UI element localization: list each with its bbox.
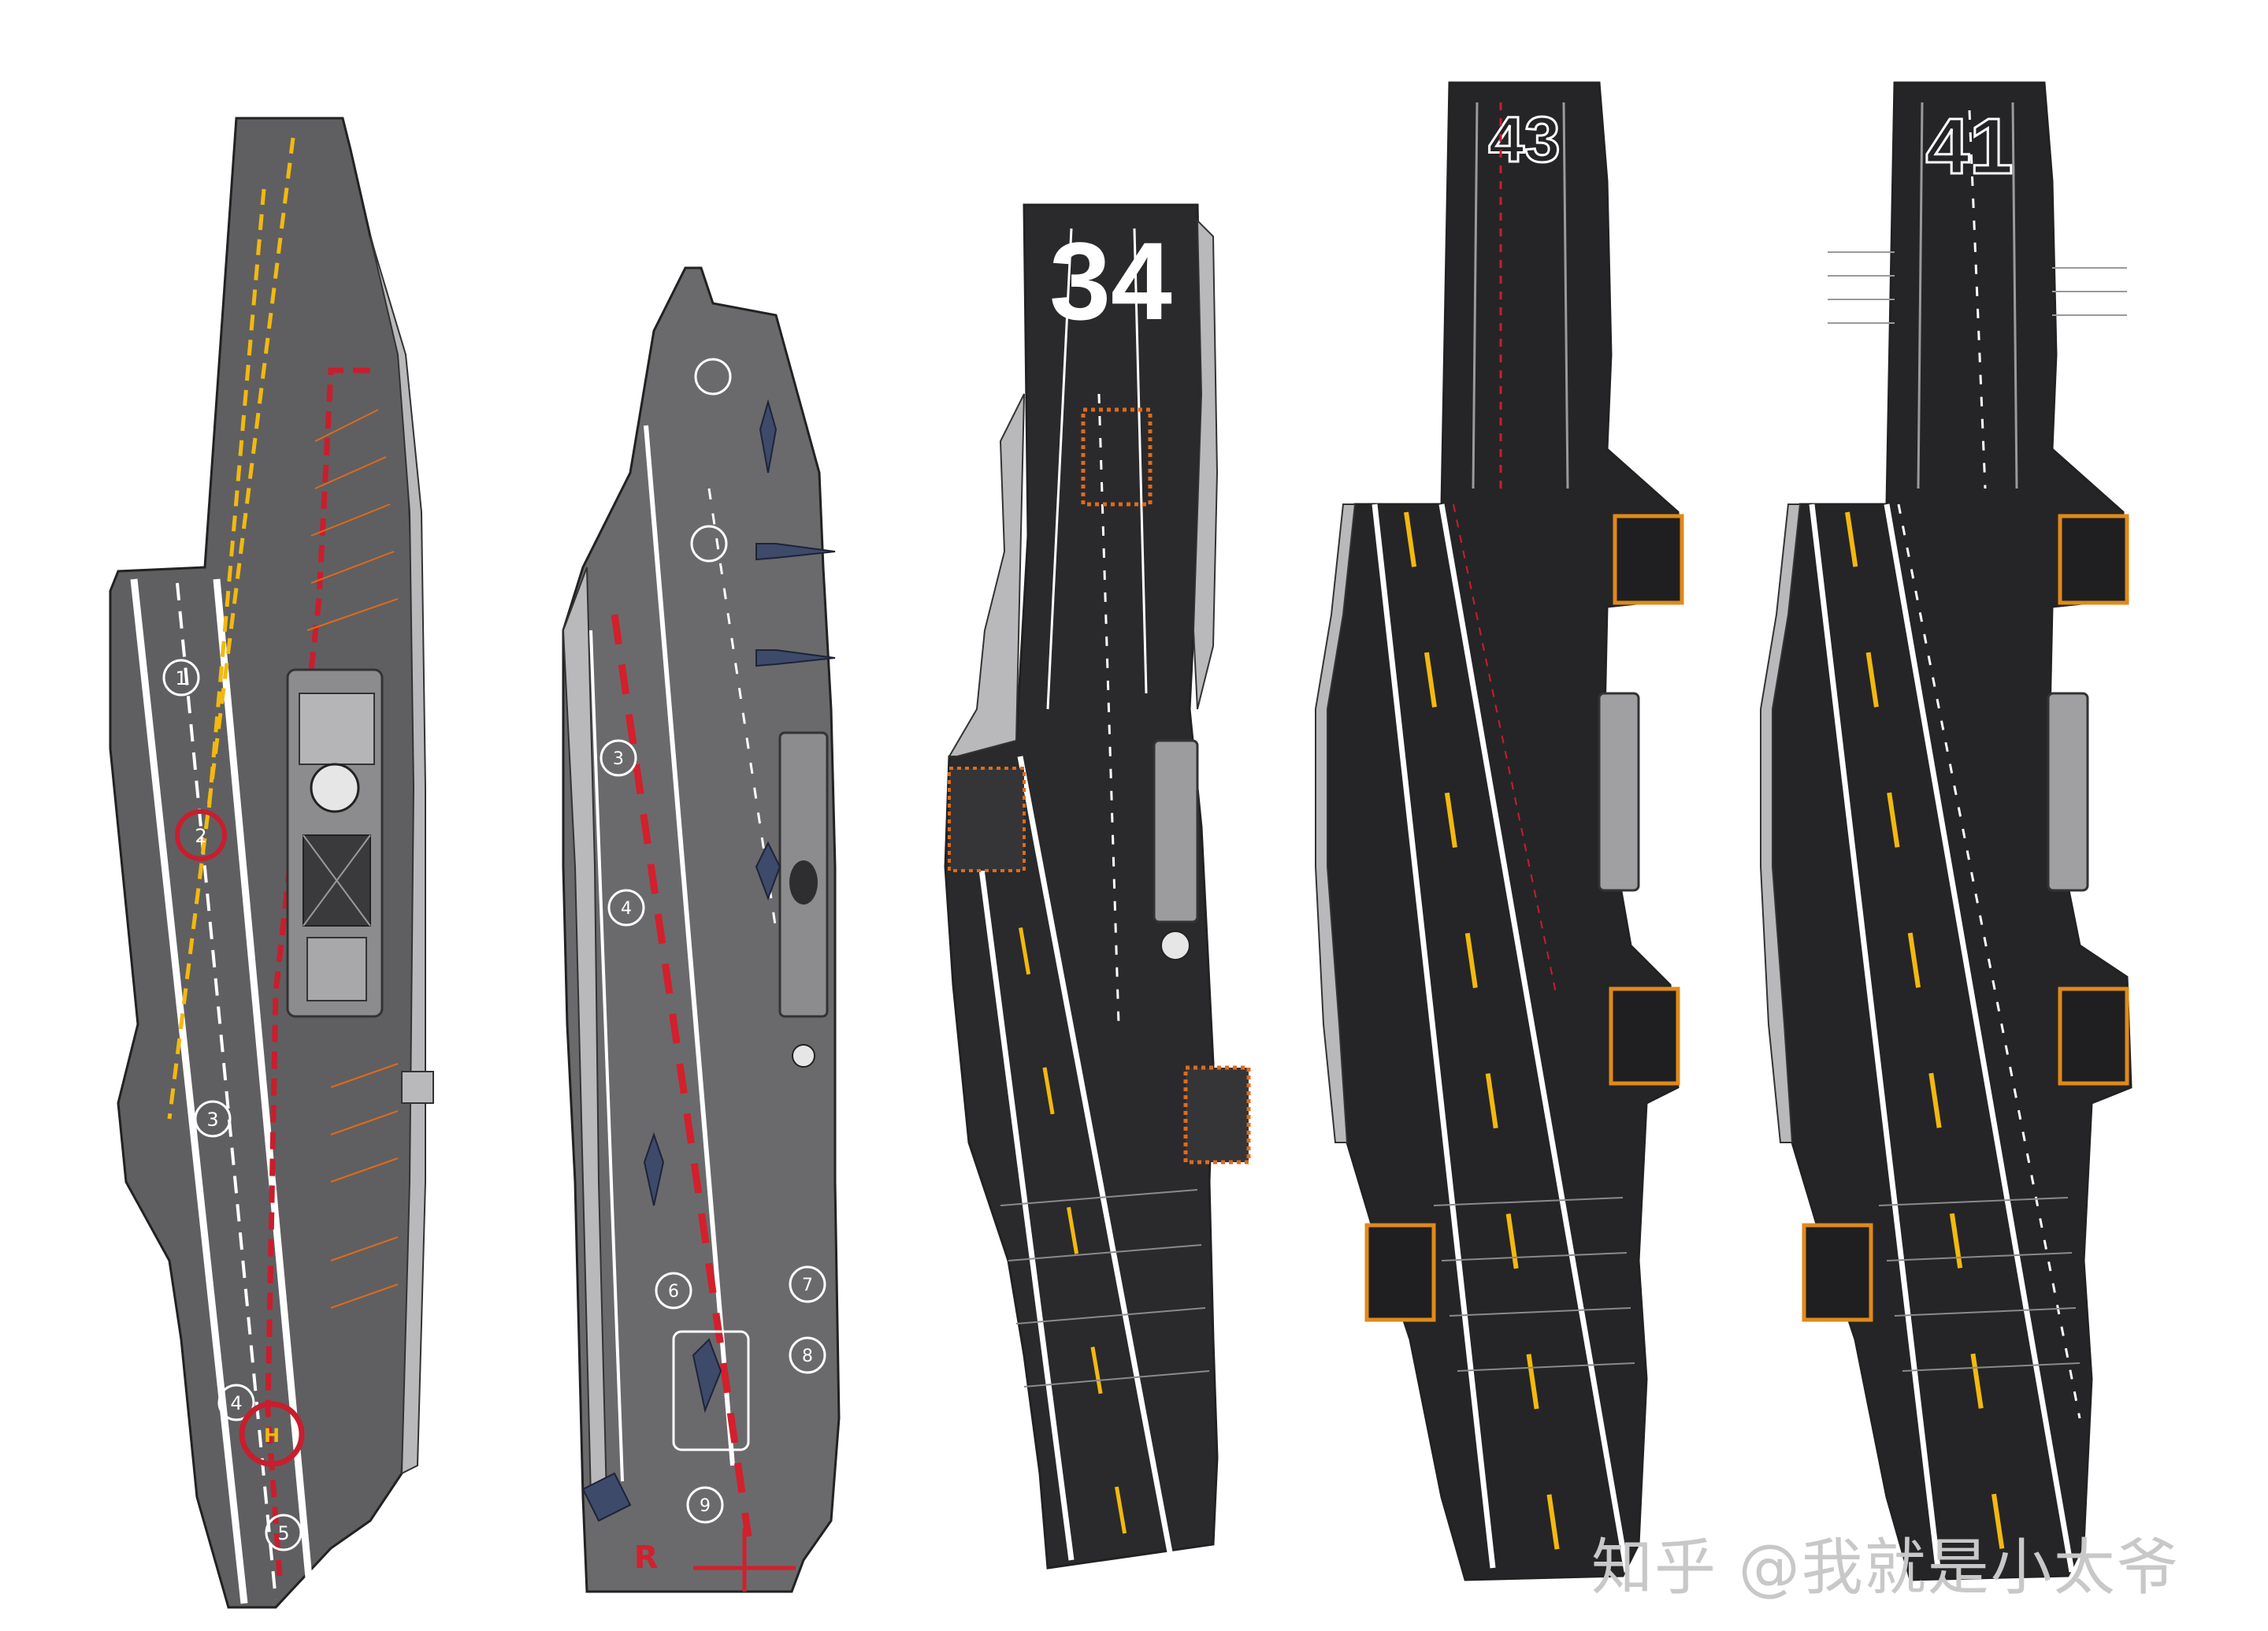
carrier-3-starboard-catwalk bbox=[1192, 218, 1219, 710]
carrier-4-runway-edge-right bbox=[1438, 503, 1630, 1573]
carrier-5-dashed-angle bbox=[1897, 503, 2081, 1419]
carrier-1-landing-line-left bbox=[130, 578, 248, 1604]
carrier-4-deck-plan: 43 bbox=[1315, 81, 1684, 1581]
carrier-3-elevator-3 bbox=[948, 767, 1026, 872]
carrier-1-island-aft bbox=[306, 937, 367, 1001]
carrier-2-landing-spots bbox=[599, 358, 826, 1524]
carrier-2-island-radome bbox=[789, 860, 818, 905]
carrier-5-antennas bbox=[1828, 251, 2127, 324]
carrier-5-dashed-centerline bbox=[1968, 110, 1987, 489]
carrier-5-elevator-3 bbox=[1802, 1223, 1873, 1322]
carrier-3-island bbox=[1153, 739, 1199, 923]
carrier-3-deck-plan: 34 bbox=[944, 203, 1251, 1570]
carrier-1-spot-5 bbox=[265, 1514, 303, 1551]
carrier-1-spot-label-2: 2 bbox=[195, 825, 206, 847]
carrier-5-runway-edge-left bbox=[1809, 503, 1941, 1569]
carrier-3-port-catwalk bbox=[948, 393, 1025, 757]
carrier-4-elevator-2 bbox=[1609, 986, 1680, 1086]
carrier-2-spot-label-4: 4 bbox=[621, 899, 632, 919]
carrier-3-elevator-2 bbox=[1183, 1065, 1251, 1165]
carrier-1-deck-plan: 1 2 3 4 5 H W bbox=[109, 117, 434, 1609]
carrier-1-spot-1 bbox=[162, 659, 200, 697]
carrier-1-yellow-line-1 bbox=[167, 137, 295, 1120]
carrier-2-spot-label-R: R bbox=[634, 1540, 659, 1576]
carrier-4-arresting-wires bbox=[1433, 1197, 1635, 1372]
carrier-1-island-top bbox=[299, 693, 375, 765]
carrier-1-landing-spots bbox=[162, 659, 305, 1551]
carrier-5-runway-edge-right bbox=[1884, 503, 2075, 1573]
carrier-4-red-line-2 bbox=[1453, 503, 1557, 994]
carrier-1-spot-label-1: 1 bbox=[175, 667, 187, 689]
carrier-2-spot-label-8: 8 bbox=[802, 1347, 813, 1366]
carrier-4-port-catwalk bbox=[1315, 503, 1357, 1143]
carrier-1-spot-label-W: W bbox=[330, 1577, 347, 1596]
carrier-4-island bbox=[1598, 692, 1640, 892]
carrier-2-lift bbox=[672, 1330, 750, 1451]
carrier-2-spot-label-7: 7 bbox=[802, 1276, 813, 1295]
carrier-5-port-catwalk bbox=[1760, 503, 1802, 1143]
carrier-2-red-centerline bbox=[611, 614, 752, 1537]
carrier-2-mast bbox=[792, 1044, 815, 1068]
carrier-2-runway-edge-right bbox=[589, 630, 624, 1482]
carrier-1-radar-dish bbox=[310, 763, 360, 813]
carrier-5-catapult-1 bbox=[1917, 102, 1924, 489]
carrier-5-elevator-1 bbox=[2058, 514, 2129, 605]
carrier-2-spot-label-3: 3 bbox=[613, 749, 624, 769]
carrier-1-deck-markings bbox=[306, 409, 399, 1309]
carrier-4-catapult-2 bbox=[1562, 102, 1569, 489]
carrier-5-island bbox=[2047, 692, 2089, 892]
carrier-1-spot-2 bbox=[175, 809, 227, 861]
carrier-2-spot-label-6: 6 bbox=[668, 1282, 679, 1302]
carrier-3-runway-edge-left bbox=[966, 771, 1075, 1561]
carrier-1-spot-label-3: 3 bbox=[206, 1109, 218, 1131]
carrier-4-catapult-1 bbox=[1472, 102, 1479, 489]
carrier-1-sponson bbox=[401, 1071, 434, 1104]
carrier-1-spot-H bbox=[239, 1401, 305, 1467]
carrier-2-runway-edge-left bbox=[644, 425, 735, 1466]
carrier-5-runway-yellow bbox=[1845, 511, 2007, 1569]
carrier-3-hull bbox=[944, 203, 1219, 1570]
carrier-3-runway-edge-right bbox=[1017, 756, 1173, 1553]
watermark-text: 知乎 @我就是小太爷 bbox=[1591, 1533, 2180, 1603]
carrier-3-island-mast bbox=[1160, 931, 1190, 960]
carrier-3-elevator-1 bbox=[1081, 407, 1153, 507]
carrier-2-parked-aircraft bbox=[581, 399, 836, 1522]
carrier-3-arresting-wires bbox=[1000, 1189, 1210, 1388]
carrier-1-spot-3 bbox=[194, 1100, 232, 1138]
carrier-4-hull-number: 43 bbox=[1488, 104, 1560, 176]
carrier-3-dashed-centerline bbox=[1097, 393, 1120, 1025]
carrier-2-spot-label-9: 9 bbox=[700, 1496, 711, 1516]
carrier-1-starboard-edge bbox=[369, 236, 426, 1475]
carrier-1-yellow-line-2 bbox=[206, 188, 266, 812]
carrier-1-spot-label-4: 4 bbox=[230, 1392, 242, 1414]
carrier-3-catapult-2 bbox=[1133, 228, 1148, 694]
carrier-4-elevator-3 bbox=[1364, 1223, 1436, 1322]
carrier-5-arresting-wires bbox=[1878, 1197, 2081, 1372]
carrier-5-catapult-2 bbox=[2011, 102, 2018, 489]
carrier-1-spot-4 bbox=[217, 1384, 255, 1421]
carrier-1-landing-centerline bbox=[176, 582, 277, 1600]
carrier-4-elevator-1 bbox=[1613, 514, 1684, 605]
carrier-4-runway-edge-left bbox=[1372, 503, 1496, 1569]
carrier-4-runway-yellow bbox=[1404, 511, 1562, 1569]
carrier-5-deck-plan: 41 bbox=[1760, 81, 2133, 1581]
carrier-2-deck-plan: 3 4 6 7 8 9 R bbox=[562, 266, 841, 1593]
carrier-1-spot-label-H: H bbox=[264, 1425, 280, 1447]
carrier-1-spot-label-5: 5 bbox=[277, 1522, 289, 1544]
carrier-5-elevator-2 bbox=[2058, 986, 2129, 1086]
carrier-1-landing-line-right bbox=[213, 578, 315, 1604]
carrier-3-catapult-1 bbox=[1046, 228, 1073, 710]
